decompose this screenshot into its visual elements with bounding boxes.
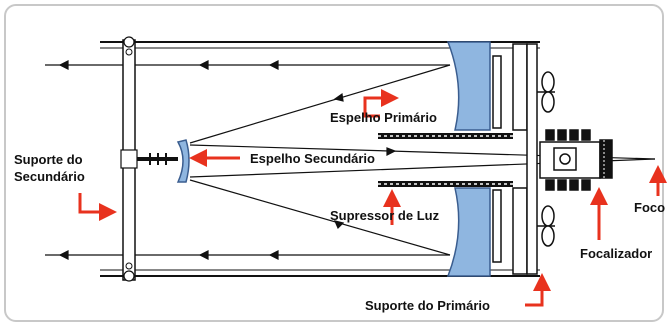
focuser [539, 129, 613, 191]
secondary-mirror [176, 139, 190, 183]
pointer-arrows [78, 89, 667, 307]
primary-mirror [446, 41, 491, 277]
label-focus: Foco [634, 200, 666, 215]
light-baffle [378, 133, 513, 187]
secondary-support-spider [120, 36, 178, 282]
label-secondary-mirror: Espelho Secundário [250, 151, 375, 166]
label-light-baffle: Supressor de Luz [330, 208, 440, 223]
label-focuser: Focalizador [580, 246, 653, 261]
label-secondary-support: Suporte do Secundário [14, 151, 110, 185]
incoming-rays [45, 60, 450, 260]
primary-support-cell [492, 43, 555, 275]
reflected-rays [189, 64, 451, 256]
label-primary-support: Suporte do Primário [365, 298, 490, 313]
label-primary-mirror: Espelho Primário [330, 110, 437, 125]
